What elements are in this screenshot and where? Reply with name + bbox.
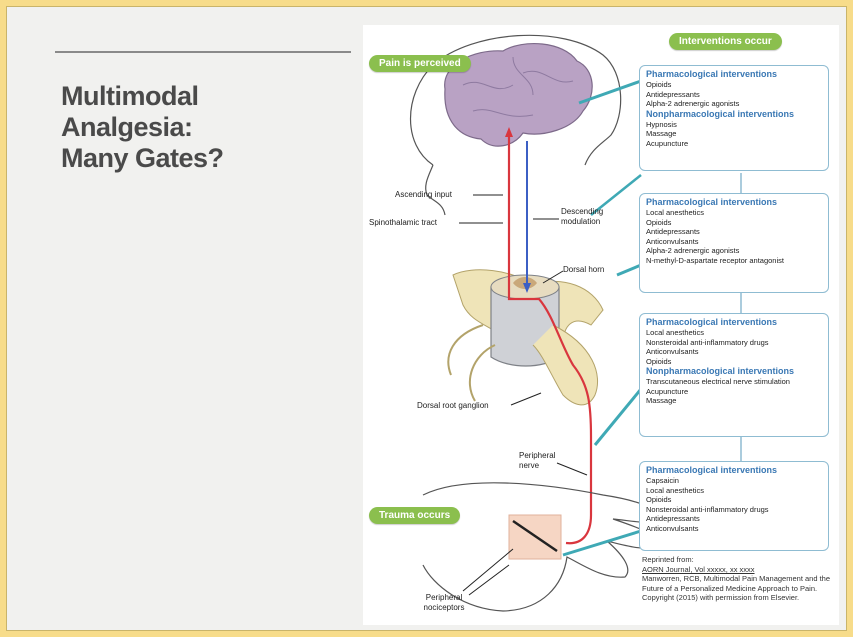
box-item: Massage [646, 396, 822, 406]
intervention-box-nociceptors: Pharmacological interventions Capsaicin … [639, 461, 829, 551]
box-item: Anticonvulsants [646, 237, 822, 247]
trauma-occurs-badge: Trauma occurs [369, 507, 460, 524]
box-heading: Pharmacological interventions [646, 69, 822, 80]
box-item: Alpha-2 adrenergic agonists [646, 246, 822, 256]
box-item: Local anesthetics [646, 486, 822, 496]
spinothalamic-tract-label: Spinothalamic tract [369, 218, 437, 228]
box-item: Opioids [646, 218, 822, 228]
pain-perceived-badge: Pain is perceived [369, 55, 471, 72]
box-item: Transcutaneous electrical nerve stimulat… [646, 377, 822, 387]
reference-citation: Reprinted from: AORN Journal, Vol xxxxx,… [642, 555, 832, 603]
dorsal-root-ganglion-label: Dorsal root ganglion [417, 401, 489, 411]
reference-lead: Reprinted from: [642, 555, 832, 565]
box-item: Acupuncture [646, 387, 822, 397]
connector-dorsal-horn [617, 265, 641, 275]
box-item: Opioids [646, 357, 822, 367]
box-item: Capsaicin [646, 476, 822, 486]
box-item: N-methyl-D-aspartate receptor antagonist [646, 256, 822, 266]
box-item: Alpha-2 adrenergic agonists [646, 99, 822, 109]
descending-modulation-label: Descending modulation [561, 207, 621, 227]
connector-peripheral-nerve [595, 389, 641, 445]
box-item: Antidepressants [646, 90, 822, 100]
title-divider [55, 51, 351, 53]
slide-title: Multimodal Analgesia: Many Gates? [61, 81, 341, 174]
ascending-input-label: Ascending input [395, 190, 452, 200]
box-item: Hypnosis [646, 120, 822, 130]
peripheral-nerve-label: Peripheral nerve [519, 451, 563, 471]
box-item: Nonsteroidal anti-inflammatory drugs [646, 505, 822, 515]
box-heading: Pharmacological interventions [646, 197, 822, 208]
box-heading: Nonpharmacological interventions [646, 109, 822, 120]
box-item: Antidepressants [646, 514, 822, 524]
box-heading: Pharmacological interventions [646, 317, 822, 328]
title-line-1: Multimodal [61, 81, 341, 112]
box-item: Massage [646, 129, 822, 139]
peripheral-nociceptors-label: Peripheral nociceptors [417, 593, 471, 613]
title-line-3: Many Gates? [61, 143, 341, 174]
box-item: Acupuncture [646, 139, 822, 149]
dorsal-horn-label: Dorsal horn [563, 265, 604, 275]
box-item: Nonsteroidal anti-inflammatory drugs [646, 338, 822, 348]
intervention-box-spinal: Pharmacological interventions Local anes… [639, 193, 829, 293]
box-item: Local anesthetics [646, 208, 822, 218]
intervention-box-brain: Pharmacological interventions Opioids An… [639, 65, 829, 171]
pain-pathway-figure: Pain is perceived Interventions occur Tr… [363, 25, 839, 625]
slide: Multimodal Analgesia: Many Gates? [6, 6, 847, 631]
box-item: Opioids [646, 495, 822, 505]
box-item: Opioids [646, 80, 822, 90]
reference-source: AORN Journal, Vol xxxxx, xx xxxx [642, 565, 832, 575]
box-item: Local anesthetics [646, 328, 822, 338]
box-item: Antidepressants [646, 227, 822, 237]
title-line-2: Analgesia: [61, 112, 341, 143]
reference-body: Manworren, RCB, Multimodal Pain Manageme… [642, 574, 832, 603]
box-heading: Nonpharmacological interventions [646, 366, 822, 377]
box-item: Anticonvulsants [646, 347, 822, 357]
box-heading: Pharmacological interventions [646, 465, 822, 476]
intervention-box-peripheral-nerve: Pharmacological interventions Local anes… [639, 313, 829, 437]
box-item: Anticonvulsants [646, 524, 822, 534]
interventions-occur-badge: Interventions occur [669, 33, 782, 50]
